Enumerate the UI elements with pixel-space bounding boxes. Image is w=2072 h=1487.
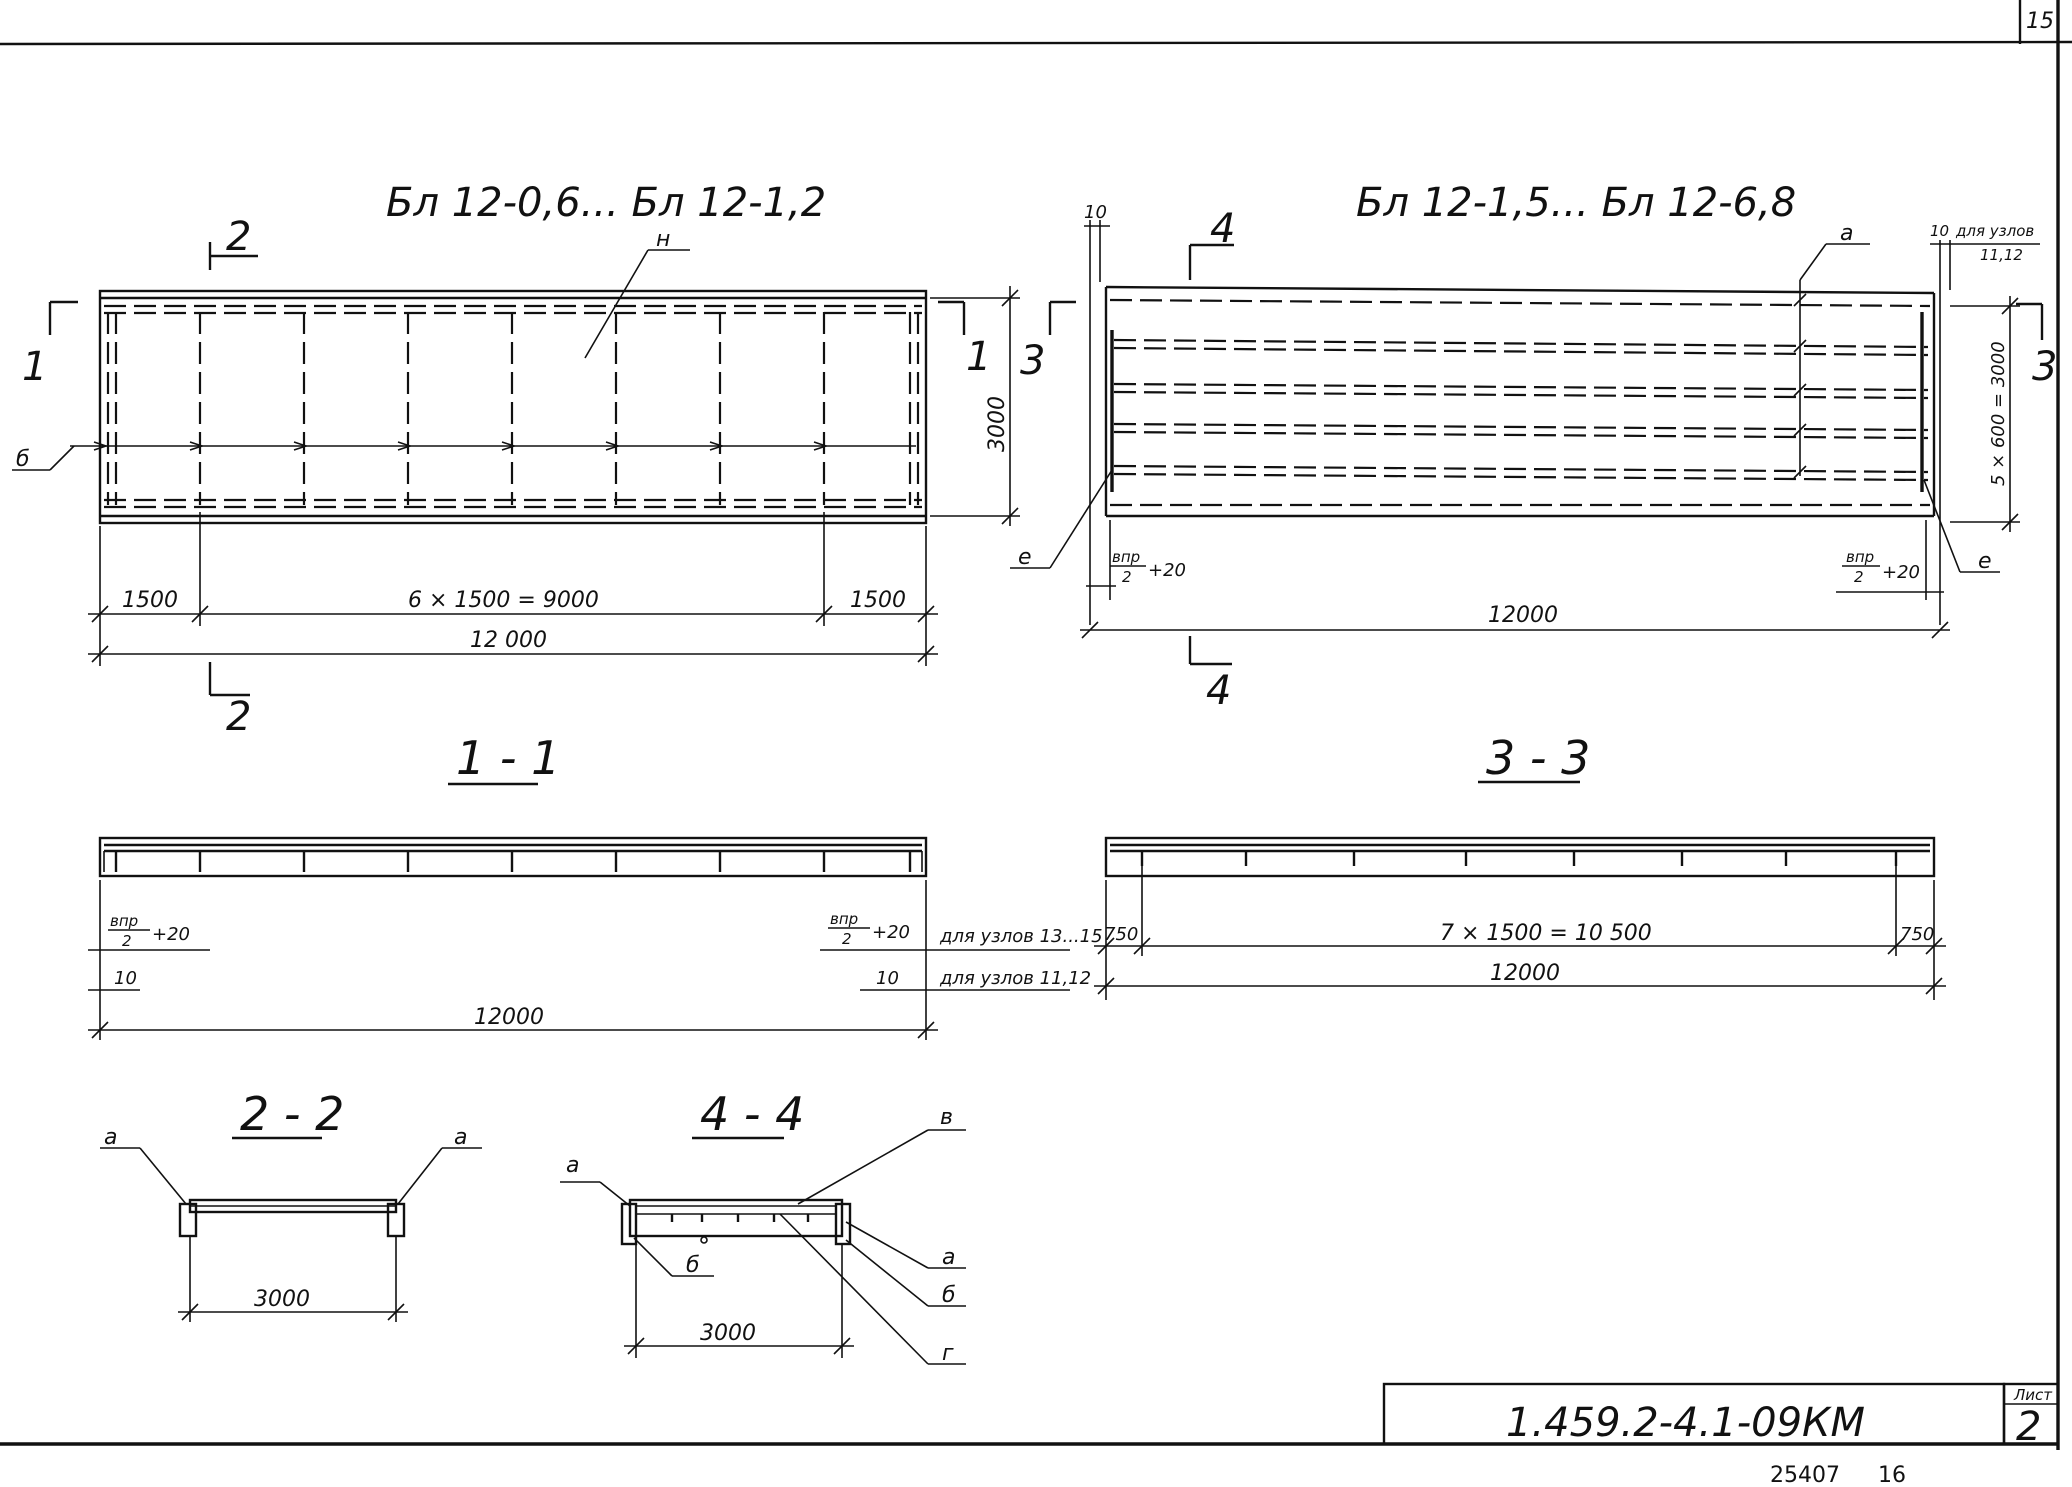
s11-bpr-num-left: впр [110,912,138,930]
left-cut-mark-1-left: 1 [22,344,47,390]
drawing-designation: 1.459.2-4.1-09КМ [1506,1400,1865,1446]
right-note-nodes: для узлов [1955,222,2034,240]
s11-bpr-add-right: +20 [872,922,910,943]
section-1-1-title: 1 - 1 [456,731,560,785]
s44-dim-width: 3000 [700,1321,756,1346]
archive-number: 25407 [1770,1463,1840,1487]
s11-bpr-den-right: 2 [842,930,852,948]
right-dim-10-left: 10 [1084,202,1107,223]
sheet-label: Лист [2013,1386,2053,1404]
left-dim-total: 12 000 [470,628,547,653]
s11-dim-10-left: 10 [114,968,137,989]
right-leader-e-right: е [1978,549,1992,574]
right-bpr-add-left: +20 [1148,560,1186,581]
left-view-title: Бл 12-0,6... Бл 12-1,2 [386,180,826,226]
section-2-2: 2 - 2 3000 а а [100,1087,482,1322]
left-leader-b: б [16,447,30,472]
right-bpr-num-right: впр [1846,548,1874,566]
right-cut-mark-3-right: 3 [2032,344,2057,390]
s22-leader-a-left: а [104,1125,117,1150]
right-dim-10-right: 10 [1930,222,1949,240]
archive-suffix: 16 [1878,1463,1906,1487]
section-4-4: 4 - 4 3000 а в б а [560,1087,966,1366]
s11-bpr-add-left: +20 [152,924,190,945]
right-dim-total: 12000 [1488,603,1558,628]
s33-dim-750-right: 750 [1900,924,1934,945]
right-bpr-den-right: 2 [1854,568,1864,586]
s44-leader-a-left: а [566,1153,579,1178]
left-ribs [106,312,920,505]
section-4-4-ribs [670,1214,810,1222]
section-2-2-title: 2 - 2 [240,1087,344,1141]
s33-dim-750-left: 750 [1104,924,1138,945]
right-plan-view: Бл 12-1,5... Бл 12-6,8 а [1010,180,2057,714]
s22-leader-a-right: а [454,1125,467,1150]
s33-dim-total: 12000 [1490,961,1560,986]
left-dim-height: 3000 [985,396,1010,452]
left-plan-view: Бл 12-0,6... Бл 12-1,2 [12,180,1020,740]
s22-dim-width: 3000 [254,1287,310,1312]
right-ribs [1113,338,1929,482]
left-dim-mid: 6 × 1500 = 9000 [408,588,599,613]
sheet-number: 2 [2016,1404,2041,1450]
s11-note-13-15: для узлов 13...15 [939,926,1103,947]
left-cut-mark-1-right: 1 [966,334,991,380]
section-1-1: 1 - 1 впр 2 +20 впр 2 +20 для узлов 13. [88,731,1103,1040]
s44-leader-g: г [942,1341,954,1366]
section-3-3-title: 3 - 3 [1486,731,1590,785]
right-bpr-add-right: +20 [1882,562,1920,583]
s44-leader-b-left: б [686,1253,700,1278]
left-cut-mark-2-bottom: 2 [226,694,251,740]
right-dim-height: 5 × 600 = 3000 [1988,341,2009,486]
section-3-3: 3 - 3 750 7 × 1500 = 10 500 750 12000 [1094,731,1946,1000]
right-note-nodes-nums: 11,12 [1980,246,2023,264]
s11-bpr-num-right: впр [830,910,858,928]
section-1-1-ribs [114,851,912,872]
s11-note-11-12: для узлов 11,12 [939,968,1091,989]
left-cut-mark-2-top: 2 [226,214,251,260]
right-leader-a: а [1840,221,1853,246]
right-leader-e-left: е [1018,545,1032,570]
s44-leader-b-right: б [942,1283,956,1308]
corner-sheet-number: 15 [2026,9,2054,34]
left-dim-1500-left: 1500 [122,588,178,613]
right-bpr-num-left: впр [1112,548,1140,566]
left-axis-arrows [93,441,829,451]
s11-bpr-den-left: 2 [122,932,132,950]
s44-leader-v: в [940,1105,953,1130]
s11-dim-10-right: 10 [876,968,899,989]
right-cut-mark-3-left: 3 [1020,338,1045,384]
right-cut-mark-4-top: 4 [1210,206,1235,252]
section-3-3-ribs [1140,851,1898,866]
s11-dim-total: 12000 [474,1005,544,1030]
left-dim-1500-right: 1500 [850,588,906,613]
title-block [1382,1382,2060,1446]
section-4-4-title: 4 - 4 [700,1087,804,1141]
right-view-title: Бл 12-1,5... Бл 12-6,8 [1356,180,1796,226]
s33-dim-mid: 7 × 1500 = 10 500 [1440,921,1652,946]
right-bpr-den-left: 2 [1122,568,1132,586]
s44-leader-a-right: а [942,1245,955,1270]
left-leader-n: н [656,227,670,252]
right-cut-mark-4-bottom: 4 [1206,668,1231,714]
